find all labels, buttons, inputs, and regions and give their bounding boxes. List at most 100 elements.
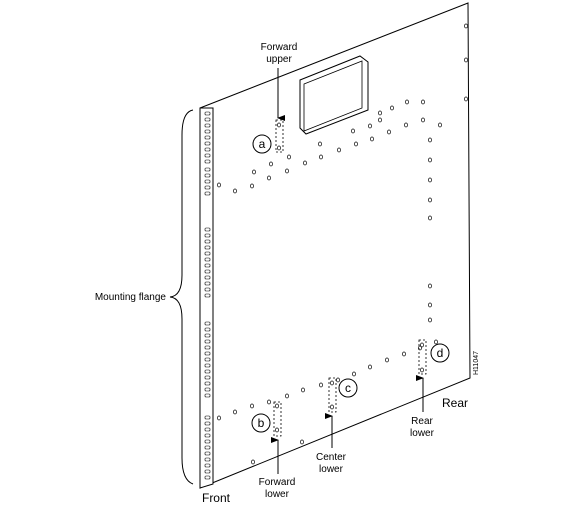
- flange-slot: [204, 179, 211, 184]
- mounting-flange-strip: [199, 107, 214, 489]
- flange-slot: [204, 445, 211, 450]
- mounting-hole: [269, 161, 273, 167]
- mounting-hole: [352, 371, 356, 377]
- rear-lower-label-line2: lower: [410, 428, 435, 439]
- flange-slot: [204, 245, 211, 250]
- forward-upper-hole-group: [275, 119, 284, 153]
- mounting-hole: [252, 169, 256, 175]
- flange-slot: [204, 147, 211, 152]
- mounting-hole: [277, 122, 281, 128]
- callout-b: b: [251, 413, 271, 433]
- mounting-hole: [267, 399, 271, 405]
- flange-slot: [204, 269, 211, 274]
- mounting-hole: [428, 197, 432, 203]
- flange-slot: [204, 351, 211, 356]
- mounting-hole: [464, 96, 468, 102]
- mounting-hole: [421, 99, 425, 105]
- forward-upper-label-line1: Forward: [261, 42, 298, 53]
- flange-slot: [204, 233, 211, 238]
- mounting-hole: [285, 168, 289, 174]
- mounting-hole: [464, 23, 468, 29]
- mounting-hole: [217, 415, 221, 421]
- flange-slot: [204, 345, 211, 350]
- forward-lower-label-line1: Forward: [259, 477, 296, 488]
- flange-slot: [204, 327, 211, 332]
- mounting-hole: [370, 136, 374, 142]
- mounting-hole: [319, 382, 323, 388]
- flange-slot: [204, 257, 211, 262]
- mounting-hole: [233, 188, 237, 194]
- flange-slot: [204, 457, 211, 462]
- mounting-hole: [378, 110, 382, 116]
- callout-a: a: [252, 134, 272, 154]
- mounting-hole: [301, 387, 305, 393]
- flange-slot: [204, 239, 211, 244]
- mounting-hole: [464, 57, 468, 63]
- flange-slot: [204, 117, 211, 122]
- mounting-hole: [385, 357, 389, 363]
- mounting-hole: [434, 339, 438, 345]
- flange-slot: [204, 363, 211, 368]
- callout-d-label: d: [437, 346, 444, 360]
- mounting-hole: [319, 154, 323, 160]
- front-label: Front: [202, 491, 231, 505]
- mounting-hole: [390, 105, 394, 111]
- flange-slot: [204, 263, 211, 268]
- flange-slot: [204, 287, 211, 292]
- mounting-hole: [428, 177, 432, 183]
- mounting-hole: [378, 117, 382, 123]
- callout-a-label: a: [259, 137, 266, 151]
- mounting-hole: [303, 160, 307, 166]
- flange-slot: [204, 393, 211, 398]
- flange-slot: [204, 381, 211, 386]
- flange-slot: [204, 433, 211, 438]
- mounting-hole: [287, 154, 291, 160]
- flange-slot: [204, 333, 211, 338]
- mounting-flange-label: Mounting flange: [95, 292, 167, 303]
- flange-slots: [204, 111, 211, 480]
- mounting-hole: [438, 122, 442, 128]
- callout-b-label: b: [258, 416, 265, 430]
- mounting-hole: [250, 183, 254, 189]
- mounting-hole: [233, 409, 237, 415]
- mounting-hole: [351, 128, 355, 134]
- forward-lower-label-line2: lower: [265, 489, 290, 500]
- panel-cutout: [299, 55, 369, 135]
- mounting-hole: [368, 364, 372, 370]
- flange-slot: [204, 251, 211, 256]
- mounting-hole: [387, 129, 391, 135]
- mounting-hole: [300, 439, 304, 445]
- flange-slot: [204, 369, 211, 374]
- flange-slot: [204, 191, 211, 196]
- callout-c-label: c: [345, 381, 351, 395]
- flange-slot: [204, 159, 211, 164]
- mounting-hole: [421, 117, 425, 123]
- mounting-hole: [402, 351, 406, 357]
- flange-slot: [204, 475, 211, 480]
- mounting-hole: [277, 145, 281, 151]
- flange-slot: [204, 135, 211, 140]
- mounting-hole: [285, 393, 289, 399]
- mounting-hole: [404, 122, 408, 128]
- center-lower-label-line2: lower: [319, 464, 344, 475]
- flange-slot: [204, 427, 211, 432]
- mounting-flange-brace: [169, 109, 194, 485]
- flange-slot: [204, 281, 211, 286]
- mounting-hole: [428, 157, 432, 163]
- mounting-hole: [330, 404, 334, 410]
- flange-slot: [204, 387, 211, 392]
- mounting-hole: [428, 137, 432, 143]
- flange-slot: [204, 421, 211, 426]
- mounting-hole: [420, 342, 424, 348]
- rear-label: Rear: [442, 396, 468, 410]
- flange-slot: [204, 375, 211, 380]
- flange-slot: [204, 415, 211, 420]
- mounting-hole: [318, 141, 322, 147]
- flange-slot: [204, 123, 211, 128]
- mounting-hole: [267, 175, 271, 181]
- callout-c: c: [338, 378, 358, 398]
- mounting-hole: [275, 403, 279, 409]
- flange-slot: [204, 153, 211, 158]
- flange-slot: [204, 167, 211, 172]
- flange-slot: [204, 451, 211, 456]
